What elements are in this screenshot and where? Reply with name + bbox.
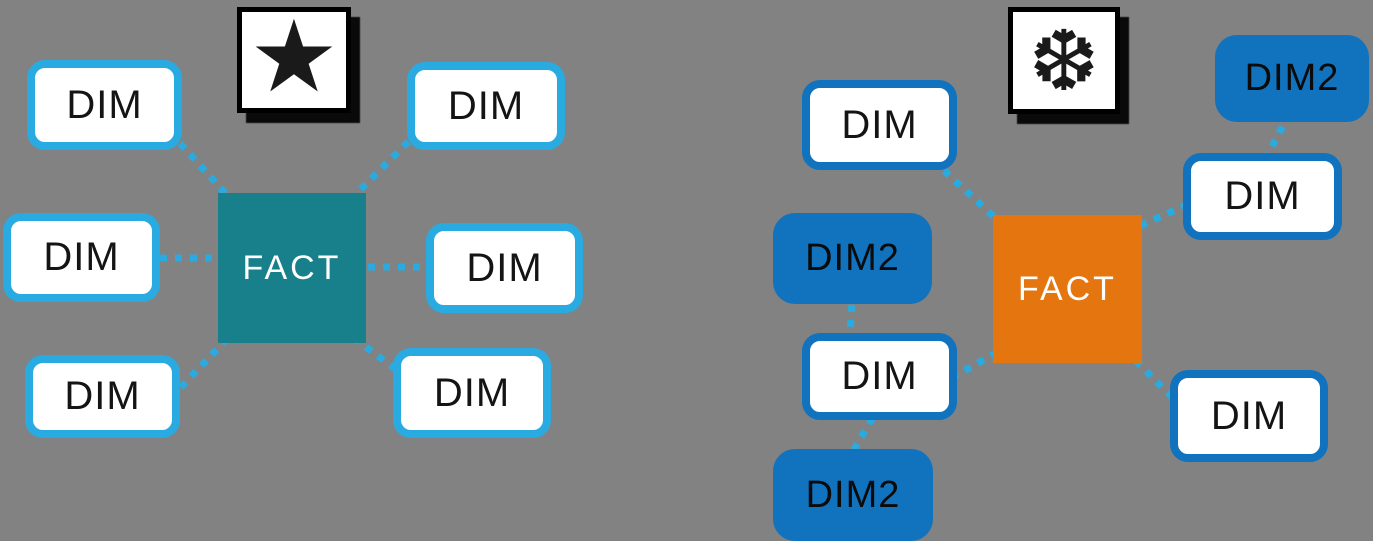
dim-table: DIM bbox=[407, 62, 565, 150]
dim2-table: DIM2 bbox=[1215, 35, 1369, 122]
dim-label: DIM bbox=[841, 102, 918, 147]
dim-table: DIM bbox=[27, 60, 182, 150]
dim-table: DIM bbox=[1183, 153, 1342, 240]
dim-table: DIM bbox=[426, 223, 583, 313]
connector-line bbox=[841, 403, 884, 467]
fact-table-star: FACT bbox=[218, 193, 366, 343]
dim2-label: DIM2 bbox=[1244, 57, 1340, 99]
dim-label: DIM bbox=[841, 354, 918, 398]
dim-label: DIM bbox=[466, 245, 543, 290]
dim-table: DIM bbox=[802, 80, 957, 170]
dim-table: DIM bbox=[25, 355, 180, 438]
fact-label: FACT bbox=[1018, 269, 1117, 308]
dim2-table: DIM2 bbox=[773, 449, 933, 541]
dim-label: DIM bbox=[64, 374, 141, 418]
dim-label: DIM bbox=[433, 370, 511, 415]
dim2-table: DIM2 bbox=[773, 213, 932, 304]
dim-label: DIM bbox=[43, 235, 120, 279]
snowflake-icon: ❆ bbox=[1028, 11, 1100, 110]
dim-table: DIM bbox=[802, 333, 957, 420]
dim-label: DIM bbox=[1210, 393, 1288, 438]
dim-table: DIM bbox=[3, 213, 160, 302]
dim-table: DIM bbox=[393, 348, 551, 438]
star-icon: ★ bbox=[249, 0, 339, 115]
dim-table: DIM bbox=[1170, 370, 1328, 462]
dim-label: DIM bbox=[66, 82, 143, 127]
dim2-label: DIM2 bbox=[805, 473, 901, 516]
dim-label: DIM bbox=[447, 83, 525, 128]
fact-table-snowflake: FACT bbox=[993, 215, 1142, 363]
snowflake-icon-box: ❆ bbox=[1008, 7, 1120, 114]
dim-label: DIM bbox=[1224, 174, 1301, 218]
fact-label: FACT bbox=[242, 248, 342, 287]
dim2-label: DIM2 bbox=[805, 237, 900, 279]
star-icon-box: ★ bbox=[237, 7, 351, 113]
